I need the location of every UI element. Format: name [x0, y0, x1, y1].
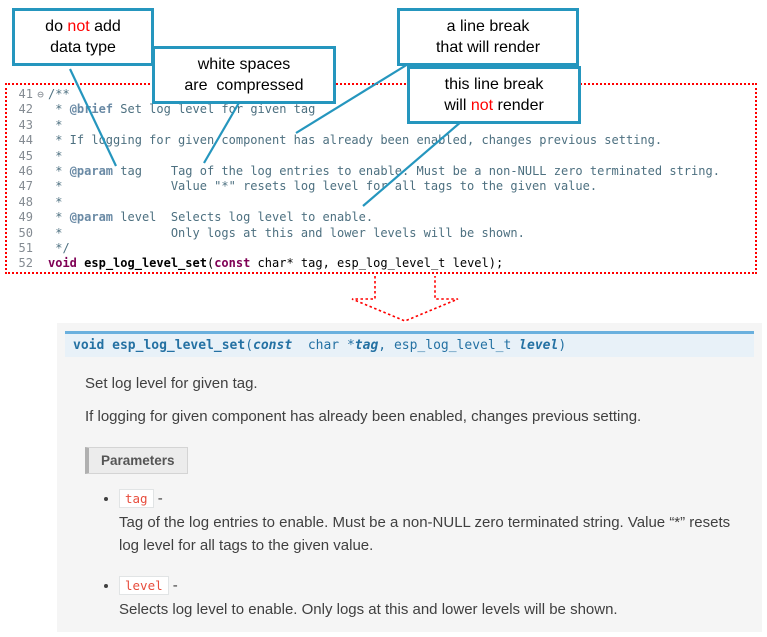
param-list: tag - Tag of the log entries to enable. M… [85, 489, 738, 622]
code-text: * [48, 117, 63, 132]
line-number: 50 [18, 225, 33, 240]
highlighted-not-word: not [470, 97, 494, 115]
fold-gutter [33, 179, 48, 194]
fold-gutter [33, 210, 48, 225]
code-line: 44 * If logging for given component has … [11, 133, 755, 148]
highlighted-not-word: not [67, 18, 90, 35]
code-line: 42 * @brief Set log level for given tag [11, 102, 755, 117]
param-name-badge: tag [119, 489, 154, 508]
line-number: 43 [18, 117, 33, 132]
param-name-badge: level [119, 576, 169, 595]
code-line: 48 * [11, 195, 755, 210]
fold-gutter [33, 241, 48, 256]
param-badge-line: tag - [119, 489, 738, 508]
fold-gutter [33, 149, 48, 164]
fold-gutter [33, 118, 48, 133]
code-text: * If logging for given component has alr… [48, 133, 663, 148]
line-number: 45 [18, 148, 33, 163]
code-line: 51 */ [11, 241, 755, 256]
doc-detail-paragraph: If logging for given component has alrea… [85, 408, 642, 425]
fold-collapse-icon[interactable]: ⊖ [37, 88, 44, 101]
param-description: Selects log level to enable. Only logs a… [119, 601, 618, 618]
fold-gutter [33, 195, 48, 210]
code-text: */ [48, 241, 70, 256]
fold-gutter [33, 256, 48, 271]
function-signature: void esp_log_level_set(const char *tag, … [65, 331, 754, 357]
code-lines: 41⊖/**42 * @brief Set log level for give… [11, 87, 755, 272]
code-line: 46 * @param tag Tag of the log entries t… [11, 164, 755, 179]
line-number: 44 [18, 133, 33, 148]
code-line: 49 * @param level Selects log level to e… [11, 210, 755, 225]
param-dash: - [153, 490, 163, 507]
line-number: 48 [18, 194, 33, 209]
line-number: 41 [18, 87, 33, 101]
code-text: void esp_log_level_set(const char* tag, … [48, 256, 504, 271]
render-arrow-icon [351, 276, 459, 322]
fold-gutter [33, 226, 48, 241]
param-dash: - [168, 577, 178, 594]
code-line: 41 ⊖ /** [11, 87, 755, 102]
code-text: * [48, 148, 63, 163]
code-line: 43 * [11, 118, 755, 133]
code-text: * @brief Set log level for given tag [48, 102, 316, 117]
code-line: 52 void esp_log_level_set(const char* tag… [11, 256, 755, 271]
code-text: * @param tag Tag of the log entries to e… [48, 164, 720, 179]
line-number: 51 [18, 241, 33, 256]
fold-gutter [33, 102, 48, 117]
parameters-label: Parameters [85, 447, 188, 474]
line-number: 52 [18, 256, 33, 271]
code-line: 50 * Only logs at this and lower levels … [11, 226, 755, 241]
rendered-docs-panel: void esp_log_level_set(const char *tag, … [57, 323, 762, 632]
line-number: 47 [18, 179, 33, 194]
code-editor: 41⊖/**42 * @brief Set log level for give… [5, 83, 757, 274]
doc-brief-paragraph: Set log level for given tag. [85, 375, 258, 392]
line-number: 46 [18, 164, 33, 179]
param-item: level - Selects log level to enable. Only… [119, 576, 738, 622]
param-badge-line: level - [119, 576, 738, 595]
code-line: 47 * Value "*" resets log level for all … [11, 179, 755, 194]
param-item: tag - Tag of the log entries to enable. M… [119, 489, 738, 557]
docs-body: Set log level for given tag. If logging … [57, 357, 762, 622]
code-text: * [48, 194, 63, 209]
code-text: * Only logs at this and lower levels wil… [48, 225, 525, 240]
line-number: 49 [18, 210, 33, 225]
code-text: * @param level Selects log level to enab… [48, 210, 374, 225]
code-text: * Value "*" resets log level for all tag… [48, 179, 598, 194]
code-line: 45 * [11, 149, 755, 164]
fold-gutter [33, 133, 48, 148]
fold-gutter [33, 164, 48, 179]
param-description: Tag of the log entries to enable. Must b… [119, 514, 731, 554]
code-text: /** [48, 87, 70, 101]
line-number: 42 [18, 102, 33, 117]
